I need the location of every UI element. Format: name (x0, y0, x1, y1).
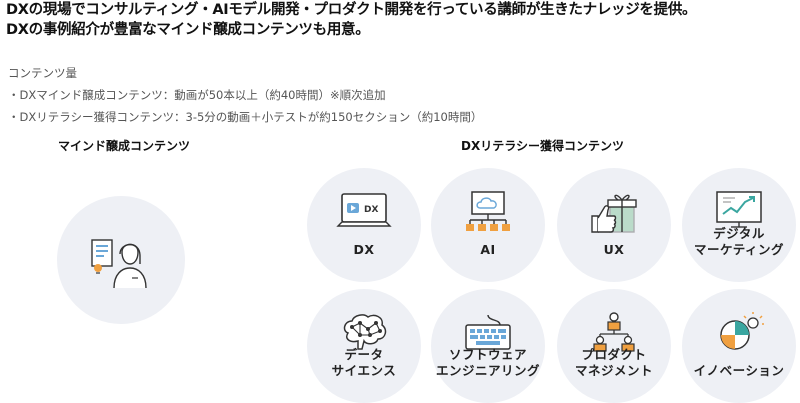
gift-thumbs-up-icon (557, 190, 671, 233)
mindset-content-card (57, 196, 185, 324)
headline: DXの現場でコンサルティング・AIモデル開発・プロダクト開発を行っている講師が生… (6, 0, 798, 40)
course-label-line-1: UX (603, 242, 625, 257)
keyboard-icon (431, 311, 545, 351)
course-label-line-2: サイエンス (331, 363, 397, 378)
course-label: AI (431, 242, 545, 258)
brain-network-icon (307, 311, 421, 351)
person-document-icon (57, 234, 185, 290)
headline-line-2: DXの事例紹介が豊富なマインド醸成コンテンツも用意。 (6, 22, 370, 38)
course-label: ソフトウェア エンジニアリング (431, 347, 545, 379)
course-label: プロダクト マネジメント (557, 347, 671, 379)
course-label-line-1: DX (353, 242, 375, 257)
course-label-line-1: イノベーション (693, 363, 785, 378)
lightbulb-icon (682, 311, 796, 351)
content-volume: コンテンツ量 ・DXマインド醸成コンテンツ：動画が50本以上（約40時間）※順次… (8, 62, 482, 128)
cloud-network-icon (431, 190, 545, 231)
course-label: デジタル マーケティング (682, 226, 796, 258)
course-label-line-1: デジタル (713, 226, 765, 241)
svg-text:DX: DX (364, 205, 378, 215)
course-innovation[interactable]: イノベーション (682, 289, 796, 403)
literacy-section-title: DXリテラシー獲得コンテンツ (461, 139, 624, 153)
video-dx-icon: DX (307, 190, 421, 230)
course-dx[interactable]: DX DX (307, 168, 421, 282)
course-label: UX (557, 242, 671, 258)
org-chart-icon (557, 311, 671, 352)
course-label-line-1: データ (344, 347, 384, 362)
mindset-section-title: マインド醸成コンテンツ (58, 139, 191, 153)
course-label: DX (307, 242, 421, 258)
course-label: イノベーション (682, 363, 796, 379)
growth-chart-icon (682, 190, 796, 230)
content-volume-item-literacy: ・DXリテラシー獲得コンテンツ：3-5分の動画＋小テストが約150セクション（約… (8, 110, 483, 124)
course-label-line-1: プロダクト (581, 347, 647, 362)
course-data-science[interactable]: データ サイエンス (307, 289, 421, 403)
course-label: データ サイエンス (307, 347, 421, 379)
course-software-engineering[interactable]: ソフトウェア エンジニアリング (431, 289, 545, 403)
course-label-line-1: AI (480, 242, 496, 257)
headline-line-1: DXの現場でコンサルティング・AIモデル開発・プロダクト開発を行っている講師が生… (6, 2, 697, 18)
course-label-line-1: ソフトウェア (448, 347, 527, 362)
course-ai[interactable]: AI (431, 168, 545, 282)
course-label-line-2: マネジメント (574, 363, 653, 378)
content-volume-item-mindset: ・DXマインド醸成コンテンツ：動画が50本以上（約40時間）※順次追加 (8, 88, 386, 102)
content-volume-heading: コンテンツ量 (8, 66, 77, 80)
course-ux[interactable]: UX (557, 168, 671, 282)
course-product-management[interactable]: プロダクト マネジメント (557, 289, 671, 403)
course-label-line-2: エンジニアリング (435, 363, 540, 378)
course-label-line-2: マーケティング (693, 242, 784, 257)
course-digital-marketing[interactable]: デジタル マーケティング (682, 168, 796, 282)
